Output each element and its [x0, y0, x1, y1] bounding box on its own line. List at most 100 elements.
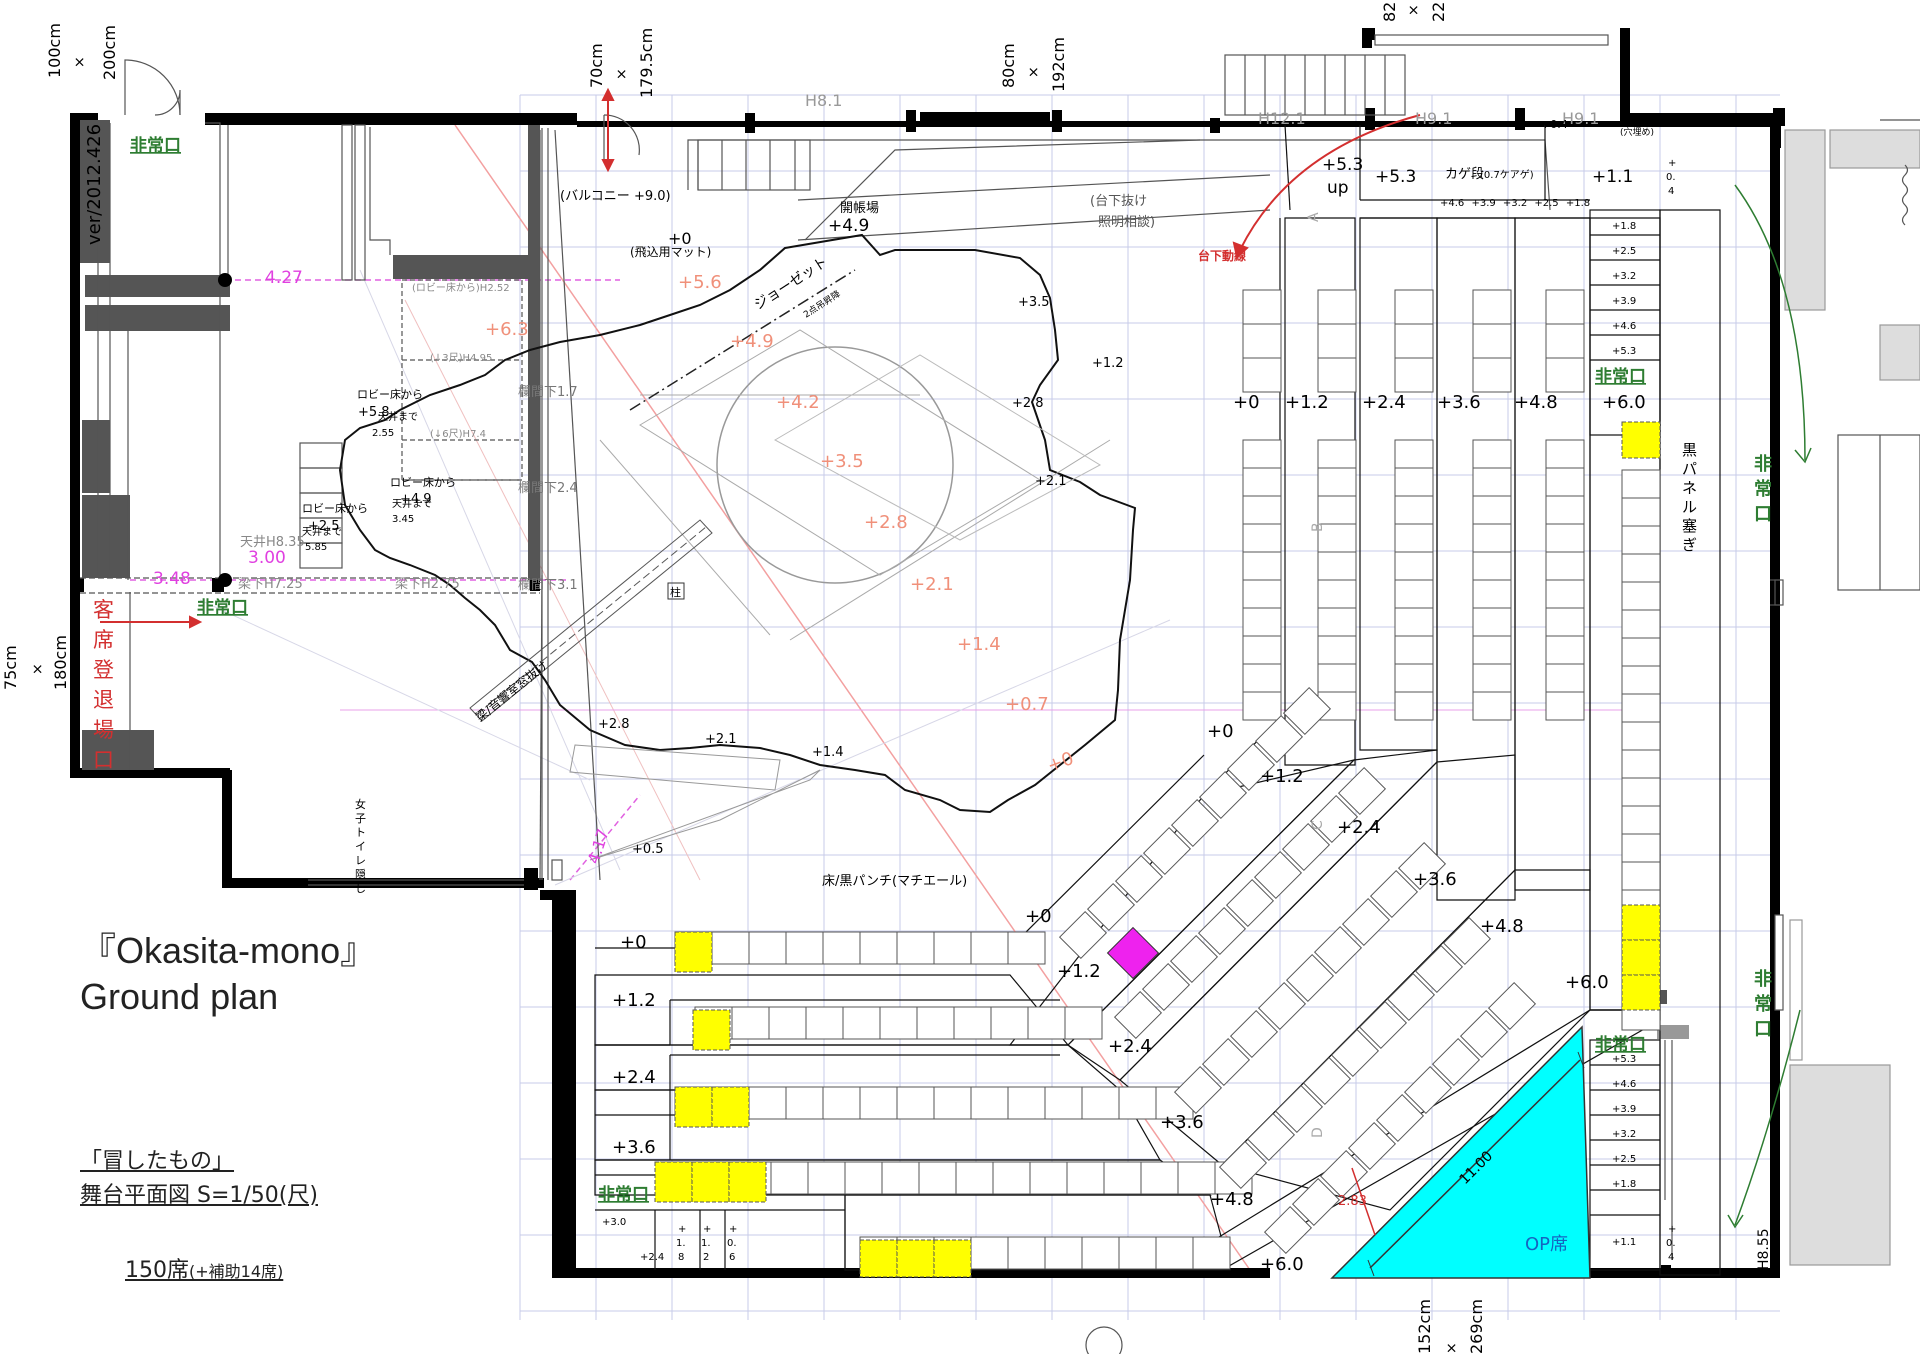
lobby-c-4: 5.85	[305, 542, 327, 553]
svg-text:+: +	[703, 1224, 711, 1235]
svg-text:+5.3: +5.3	[1612, 1054, 1636, 1065]
svg-text:+5.3: +5.3	[1612, 346, 1636, 357]
stage-level-07: +0.7	[1005, 694, 1049, 715]
seat	[674, 931, 713, 973]
seat	[1545, 691, 1585, 721]
seat	[1545, 289, 1585, 325]
dim-283: 2.83	[1338, 1194, 1367, 1209]
svg-text:+: +	[678, 1224, 686, 1235]
seat	[1242, 635, 1282, 665]
seat	[1253, 850, 1303, 900]
seat	[1155, 1236, 1194, 1270]
svg-text:し: し	[355, 882, 366, 895]
reserved-seats	[654, 421, 1661, 1278]
seat	[1621, 749, 1661, 779]
seat	[1621, 777, 1661, 807]
stage-level-56: +5.6	[678, 272, 722, 293]
bottom-level-14: +1.4	[812, 745, 844, 760]
seat	[1066, 1161, 1105, 1195]
audience-entry-label: 客 席 登 退 場 口	[93, 598, 114, 772]
svg-text:退: 退	[93, 688, 114, 712]
pillar-label: 柱	[670, 585, 681, 599]
svg-text:D: D	[1310, 1127, 1326, 1138]
seat	[1242, 551, 1282, 581]
seat-count-main: 150席	[125, 1258, 189, 1283]
seat	[1621, 421, 1661, 459]
seat	[1201, 1037, 1251, 1087]
english-title-line1: 『Okasita-mono』	[80, 930, 377, 971]
seat	[1027, 1006, 1066, 1040]
door-top-left-height: 200cm	[100, 25, 119, 80]
seat	[1545, 323, 1585, 359]
seat	[1317, 323, 1357, 359]
svg-text:4: 4	[1668, 186, 1674, 197]
red-arrows	[100, 87, 1421, 629]
seat	[1226, 742, 1276, 792]
black-panel-label: 黒 パ ネ ル 塞 ぎ	[1682, 441, 1697, 554]
seat	[1317, 439, 1357, 469]
seat	[1317, 357, 1357, 393]
lobby-a-4: 2.55	[372, 428, 394, 439]
svg-text:+3.0: +3.0	[602, 1217, 626, 1228]
seat	[896, 1086, 935, 1120]
stage-level-35: +3.5	[820, 451, 864, 472]
op-seat-triangle	[1330, 1025, 1591, 1279]
seat	[728, 1161, 767, 1203]
top-up: up	[1327, 178, 1349, 198]
version-label: ver/2012.426	[84, 124, 105, 245]
left-row-labels: +0 +1.2 +2.4 +3.6	[612, 932, 656, 1158]
reference-lines	[130, 124, 1650, 1271]
seat	[859, 1239, 898, 1278]
svg-text:+4.6: +4.6	[1612, 1079, 1636, 1090]
seat	[859, 931, 898, 965]
seat	[1621, 805, 1661, 835]
kage-sub-label: (0.7ケアゲ)	[1480, 169, 1534, 181]
svg-text:イ: イ	[355, 840, 366, 853]
seat	[1394, 495, 1434, 525]
top-level-3: +1.1	[1592, 167, 1633, 187]
seat	[1192, 1236, 1231, 1270]
seat	[1317, 523, 1357, 553]
seat	[1274, 1084, 1324, 1134]
seat	[1472, 523, 1512, 553]
seat	[1472, 357, 1512, 393]
seat	[1285, 953, 1335, 1003]
seat	[1118, 1236, 1157, 1270]
op-seat-label: OP席	[1525, 1234, 1568, 1255]
seat	[1140, 1161, 1179, 1195]
seat	[1545, 663, 1585, 693]
height-h121: H12.1	[1258, 109, 1306, 128]
seat	[1029, 1161, 1068, 1195]
seat	[692, 1009, 731, 1051]
seat	[1375, 1093, 1425, 1143]
svg-text:0.: 0.	[727, 1238, 737, 1249]
seat	[1114, 854, 1164, 904]
seat	[748, 1086, 787, 1120]
seat	[1431, 1037, 1481, 1087]
seat	[1621, 939, 1661, 976]
seat	[1242, 495, 1282, 525]
seat	[1394, 357, 1434, 393]
beam-height-4: 梁下H7.25	[238, 577, 303, 592]
svg-text:パ: パ	[1682, 460, 1697, 478]
svg-text:+1.2: +1.2	[1057, 961, 1101, 982]
svg-text:+6.0: +6.0	[1260, 1254, 1304, 1275]
wall-level-28: +2.8	[1012, 396, 1044, 411]
svg-text:+: +	[1668, 158, 1676, 169]
seat	[1173, 1065, 1223, 1115]
seat	[1242, 607, 1282, 637]
seat	[970, 931, 1009, 965]
svg-text:1.: 1.	[676, 1238, 686, 1249]
exit-arrows	[1727, 184, 1812, 1229]
row-r24: +2.4	[1362, 392, 1406, 413]
seat	[1545, 551, 1585, 581]
row-r60: +6.0	[1602, 392, 1646, 413]
door-top3-width: 82	[1380, 2, 1399, 22]
thin-lines	[80, 34, 1920, 1354]
beam-1: 欄間下1.7	[518, 384, 578, 400]
seat	[1330, 1028, 1380, 1078]
seat	[1621, 609, 1661, 639]
seat	[1621, 904, 1661, 941]
lobby-c-3: 天井まで	[302, 525, 342, 538]
height-h81: H8.1	[805, 91, 842, 110]
